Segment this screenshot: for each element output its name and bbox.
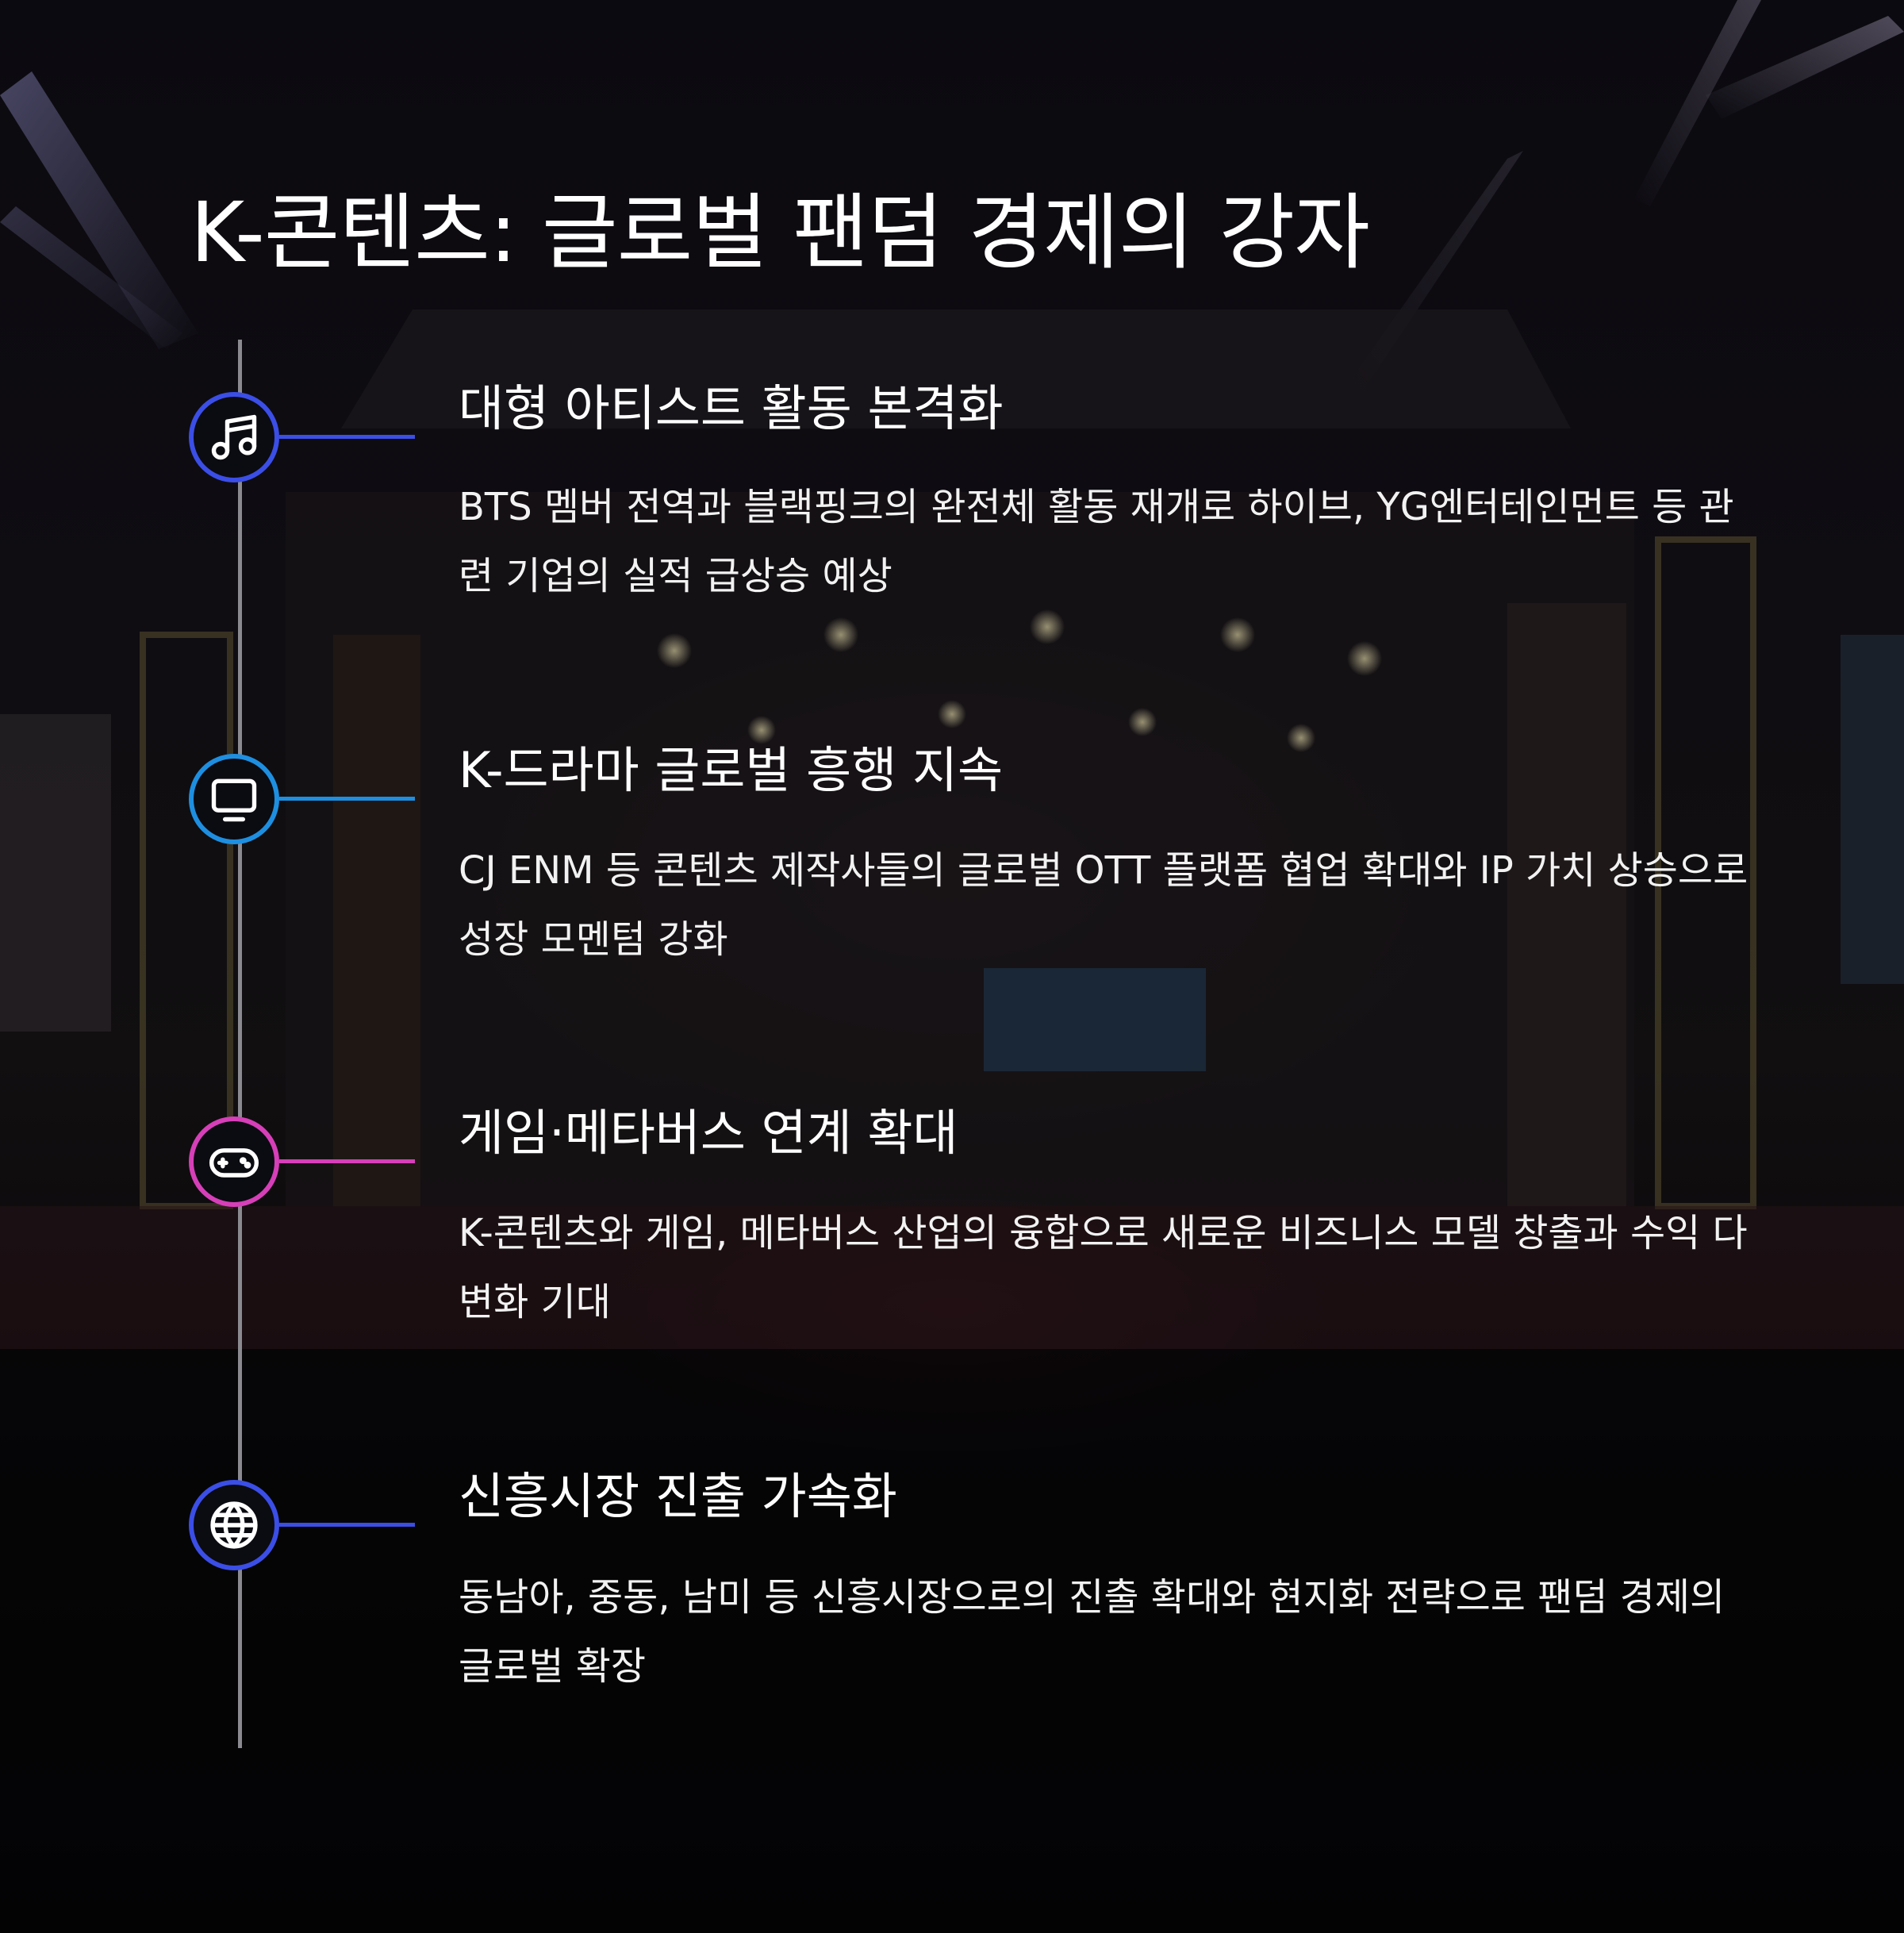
page-title: K-콘텐츠: 글로벌 팬덤 경제의 강자 (190, 184, 1370, 281)
item-description: 동남아, 중동, 남미 등 신흥시장으로의 진출 확대와 현지화 전략으로 팬덤… (459, 1575, 1726, 1689)
timeline-connector (279, 1523, 415, 1527)
timeline-node (189, 1480, 279, 1570)
item-title: 신흥시장 진출 가속화 (459, 1467, 897, 1525)
item-description: CJ ENM 등 콘텐츠 제작사들의 글로벌 OTT 플랫폼 협업 확대와 IP… (459, 848, 1749, 962)
timeline-line (238, 340, 242, 1748)
gamepad-icon (209, 1148, 259, 1178)
item-title: K-드라마 글로벌 흥행 지속 (459, 741, 1004, 799)
item-title: 대형 아티스트 활동 본격화 (459, 379, 1004, 437)
item-description: BTS 멤버 전역과 블랙핑크의 완전체 활동 재개로 하이브, YG엔터테인먼… (459, 485, 1734, 598)
timeline-node (189, 754, 279, 844)
timeline-connector (279, 1159, 415, 1163)
timeline-connector (279, 435, 415, 439)
item-description: K-콘텐츠와 게임, 메타버스 산업의 융합으로 새로운 비즈니스 모델 창출과… (459, 1211, 1748, 1324)
timeline-node (189, 392, 279, 482)
item-title: 게임·메타버스 연계 확대 (459, 1104, 958, 1162)
tv-icon (211, 778, 257, 822)
timeline-connector (279, 797, 415, 801)
music-note-icon (211, 414, 257, 460)
timeline-node (189, 1116, 279, 1207)
globe-icon (210, 1501, 258, 1549)
